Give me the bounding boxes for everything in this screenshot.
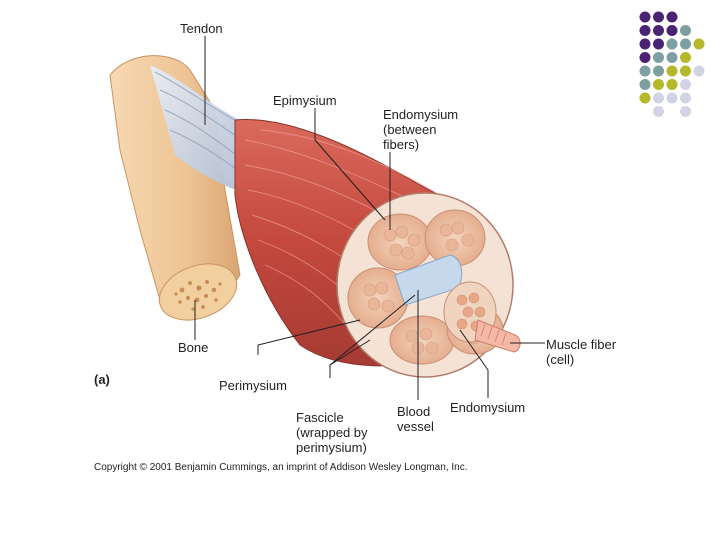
bone-spongy-pores xyxy=(174,280,222,311)
label-epimysium: Epimysium xyxy=(273,93,337,108)
corner-dot xyxy=(639,11,651,23)
label-blood-vessel: Blood vessel xyxy=(397,404,434,434)
label-perimysium: Perimysium xyxy=(219,378,287,393)
panel-label: (a) xyxy=(94,372,110,387)
leader-lines xyxy=(194,36,545,400)
label-endomysium: Endomysium xyxy=(450,400,526,415)
corner-dot xyxy=(693,65,705,77)
label-fascicle: Fascicle (wrapped by perimysium) xyxy=(296,410,368,455)
corner-dot xyxy=(639,52,651,63)
corner-dot xyxy=(680,52,691,63)
corner-dot xyxy=(680,38,691,50)
bone-cross-section xyxy=(158,263,238,321)
label-tendon: Tendon xyxy=(180,21,223,36)
corner-dot xyxy=(666,11,678,23)
corner-dot xyxy=(680,65,691,77)
muscle-fiber xyxy=(474,319,521,353)
corner-dot xyxy=(680,25,691,36)
corner-dot xyxy=(666,79,678,90)
corner-dot xyxy=(666,65,678,77)
corner-dot xyxy=(653,79,664,90)
corner-dot xyxy=(639,38,651,50)
corner-dot xyxy=(666,52,678,63)
corner-dot xyxy=(653,38,664,50)
corner-dot xyxy=(653,65,664,77)
corner-dot xyxy=(666,92,678,104)
corner-dot xyxy=(653,92,664,104)
corner-dot xyxy=(653,106,664,117)
muscle-fiber-striations xyxy=(480,323,507,346)
corner-dot xyxy=(639,65,651,77)
corner-dot xyxy=(639,79,651,90)
corner-dot xyxy=(639,92,651,104)
copyright-notice: Copyright © 2001 Benjamin Cummings, an i… xyxy=(94,462,468,473)
corner-dot xyxy=(653,11,664,23)
corner-dot xyxy=(639,25,651,36)
corner-dot xyxy=(693,38,705,50)
corner-dot xyxy=(653,25,664,36)
corner-dot xyxy=(680,79,691,90)
corner-dot xyxy=(666,38,678,50)
label-muscle-fiber: Muscle fiber (cell) xyxy=(546,337,617,367)
corner-dot xyxy=(666,25,678,36)
corner-dot xyxy=(680,106,691,117)
label-bone: Bone xyxy=(178,340,209,355)
label-endomysium-between-fibers: Endomysium (between fibers) xyxy=(383,107,459,152)
corner-dot xyxy=(680,92,691,104)
corner-dot xyxy=(653,52,664,63)
